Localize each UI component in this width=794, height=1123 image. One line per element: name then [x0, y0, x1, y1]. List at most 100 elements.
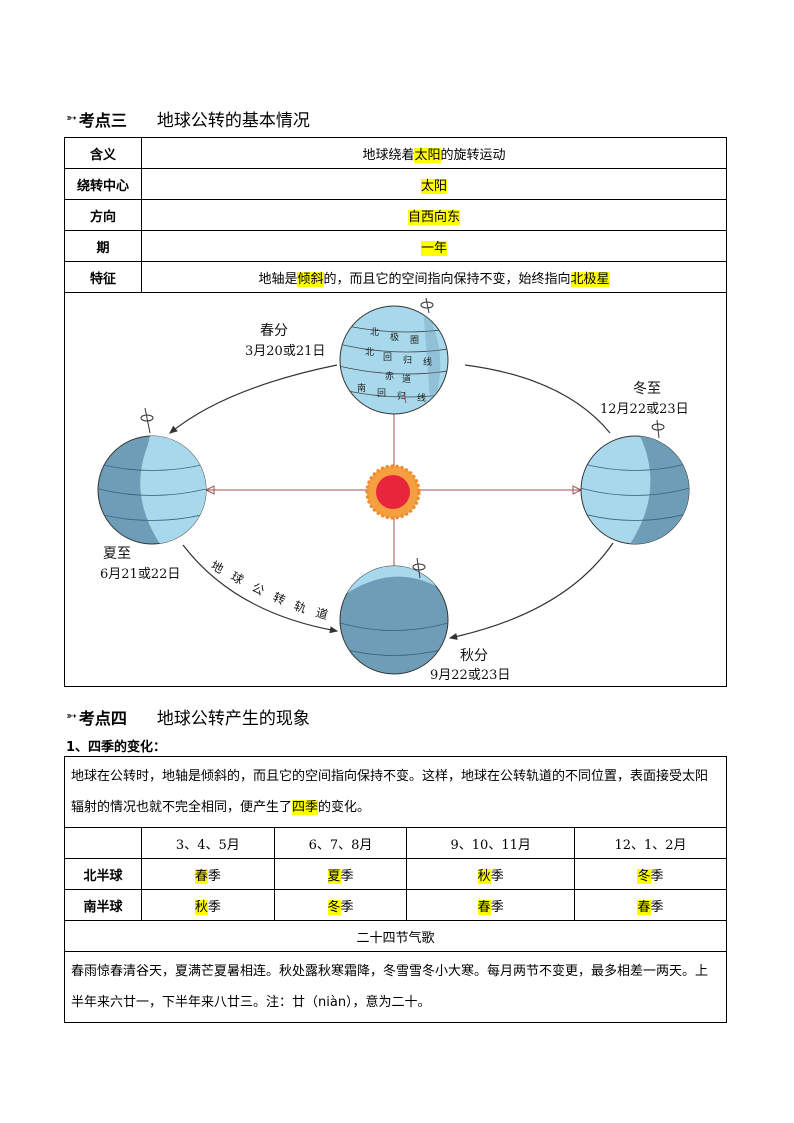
globe-spring: 北极圈 北回归线 赤道 南回归线 [339, 305, 449, 415]
diagram-row: 北极圈 北回归线 赤道 南回归线 [64, 292, 727, 687]
table-row: 含义 地球绕着太阳的旋转运动 [64, 137, 727, 169]
svg-text:圈: 圈 [410, 335, 419, 346]
section4-heading: ➳ 考点四 地球公转产生的现象 [66, 704, 310, 730]
svg-text:赤: 赤 [385, 371, 394, 382]
table-row: 地球在公转时，地轴是倾斜的，而且它的空间指向保持不变。这样，地球在公转轨道的不同… [64, 756, 727, 828]
table-row: 北半球 春季 夏季 秋季 冬季 [64, 858, 727, 890]
song-text: 春雨惊春清谷天，夏满芒夏暑相连。秋处露秋寒霜降，冬雪雪冬小大寒。每月两节不变更，… [64, 951, 727, 1023]
highlight-text: 一年 [420, 240, 447, 256]
intro-text: 的变化。 [318, 800, 371, 815]
row-label: 期 [64, 230, 142, 262]
highlight-text: 倾斜 [297, 271, 324, 287]
season-cell: 春季 [406, 889, 576, 921]
table-row: 南半球 秋季 冬季 春季 春季 [64, 889, 727, 921]
season-cell: 秋季 [141, 889, 275, 921]
seasons-table: 地球在公转时，地轴是倾斜的，而且它的空间指向保持不变。这样，地球在公转轨道的不同… [64, 756, 727, 1023]
song-title: 二十四节气歌 [64, 920, 727, 952]
orbit-char: 转 [271, 589, 288, 608]
orbit-char: 球 [229, 569, 246, 587]
empty-cell [64, 827, 142, 859]
row-label: 北半球 [64, 858, 142, 890]
globe-winter [580, 435, 690, 545]
value-text: 地轴是 [258, 271, 298, 287]
orbit-diagram-cell: 北极圈 北回归线 赤道 南回归线 [64, 292, 727, 687]
value-text: 的旋转运动 [440, 147, 506, 163]
svg-text:线: 线 [417, 392, 426, 404]
globe-summer [97, 435, 207, 545]
table-row: 3、4、5月 6、7、8月 9、10、11月 12、1、2月 [64, 827, 727, 859]
value-text: 的，而且它的空间指向保持不变，始终指向 [323, 271, 571, 287]
season-cell: 夏季 [273, 858, 408, 890]
season-cell: 春季 [141, 858, 275, 890]
globe-autumn [339, 565, 449, 675]
orbit-char: 地 [209, 558, 226, 576]
highlight-text: 北极星 [570, 271, 610, 287]
orbit-path [169, 364, 614, 640]
svg-text:极: 极 [390, 331, 399, 343]
highlight-text: 太阳 [420, 178, 447, 194]
row-value: 自西向东 [141, 199, 727, 231]
table-row: 二十四节气歌 [64, 920, 727, 952]
winter-date: 12月22或23日 [600, 402, 689, 417]
svg-text:回: 回 [377, 388, 386, 399]
spring-date: 3月20或21日 [245, 344, 325, 359]
season-cell: 冬季 [574, 858, 727, 890]
table-row: 春雨惊春清谷天，夏满芒夏暑相连。秋处露秋寒霜降，冬雪雪冬小大寒。每月两节不变更，… [64, 951, 727, 1023]
svg-text:线: 线 [423, 356, 432, 368]
revolution-table: 含义 地球绕着太阳的旋转运动 绕转中心 太阳 方向 自西向东 期 一年 特征 地… [64, 137, 727, 687]
section4-number: 考点四 [78, 708, 127, 728]
svg-text:北: 北 [370, 327, 379, 338]
svg-text:回: 回 [383, 352, 392, 363]
row-label: 绕转中心 [64, 168, 142, 200]
highlight-text: 四季 [292, 800, 319, 815]
highlight-text: 太阳 [414, 147, 441, 163]
sun-icon [365, 464, 421, 520]
summer-name: 夏至 [103, 546, 131, 562]
row-label: 特征 [64, 261, 142, 293]
season-cell: 秋季 [406, 858, 576, 890]
summer-date: 6月21或22日 [100, 567, 180, 582]
month-header: 3、4、5月 [141, 827, 275, 859]
orbit-char: 道 [314, 605, 329, 622]
row-label: 南半球 [64, 889, 142, 921]
season-cell: 春季 [574, 889, 727, 921]
autumn-name: 秋分 [460, 648, 488, 664]
table-row: 方向 自西向东 [64, 199, 727, 231]
intro-cell: 地球在公转时，地轴是倾斜的，而且它的空间指向保持不变。这样，地球在公转轨道的不同… [64, 756, 727, 828]
highlight-text: 自西向东 [407, 209, 460, 225]
winter-name: 冬至 [633, 381, 661, 397]
value-text: 地球绕着 [362, 147, 415, 163]
intro-text: 地球在公转时，地轴是倾斜的，而且它的空间指向保持不变。这样，地球在公转轨道的不同… [71, 769, 709, 815]
table-row: 特征 地轴是倾斜的，而且它的空间指向保持不变，始终指向北极星 [64, 261, 727, 293]
orbit-char: 公 [250, 580, 267, 598]
section3-number: 考点三 [78, 110, 127, 130]
svg-text:归: 归 [397, 390, 406, 402]
section3-heading: ➳ 考点三 地球公转的基本情况 [66, 106, 310, 132]
svg-text:归: 归 [403, 354, 412, 366]
row-value: 太阳 [141, 168, 727, 200]
arrow-icon: ➳ [66, 111, 77, 126]
table-row: 绕转中心 太阳 [64, 168, 727, 200]
section4-title: 地球公转产生的现象 [156, 709, 310, 729]
autumn-date: 9月22或23日 [430, 668, 510, 683]
svg-text:道: 道 [402, 373, 411, 385]
section3-title: 地球公转的基本情况 [156, 111, 310, 131]
orbit-diagram: 北极圈 北回归线 赤道 南回归线 [97, 297, 690, 683]
subheading: 1、四季的变化： [66, 740, 167, 755]
table-row: 期 一年 [64, 230, 727, 262]
row-label: 方向 [64, 199, 142, 231]
season-cell: 冬季 [273, 889, 408, 921]
arrow-icon: ➳ [66, 709, 77, 724]
row-value: 一年 [141, 230, 727, 262]
row-label: 含义 [64, 137, 142, 169]
rotation-icon [140, 297, 665, 579]
spring-name: 春分 [260, 323, 288, 339]
orbit-char: 轨 [292, 599, 308, 616]
month-header: 9、10、11月 [406, 827, 576, 859]
month-header: 12、1、2月 [574, 827, 727, 859]
row-value: 地轴是倾斜的，而且它的空间指向保持不变，始终指向北极星 [141, 261, 727, 293]
row-value: 地球绕着太阳的旋转运动 [141, 137, 727, 169]
svg-text:北: 北 [365, 347, 374, 358]
month-header: 6、7、8月 [273, 827, 408, 859]
svg-text:南: 南 [357, 382, 366, 394]
